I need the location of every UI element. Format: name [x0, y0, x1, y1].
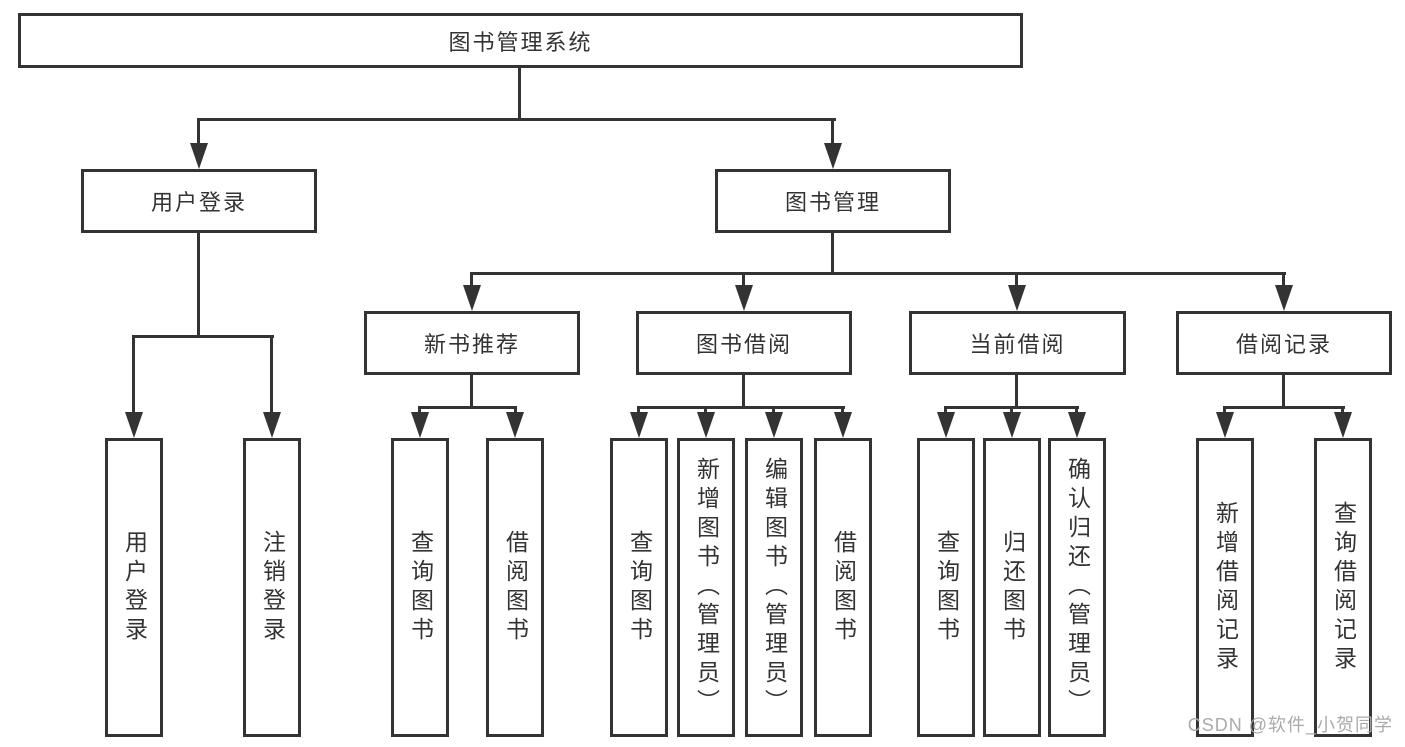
leaf-bb-borrow-books: 借阅图书 [814, 438, 872, 737]
line [841, 406, 844, 413]
leaf-nbr-borrow-books-label: 借阅图书 [502, 529, 529, 646]
line [197, 233, 200, 335]
line [132, 335, 135, 413]
arrowhead-down [937, 412, 955, 438]
node-root: 图书管理系统 [18, 13, 1023, 68]
line [470, 272, 1286, 275]
arrowhead-down [1003, 412, 1021, 438]
leaf-cb-query-books-label: 查询图书 [933, 529, 960, 646]
leaf-logout-label: 注销登录 [259, 529, 286, 646]
leaf-bb-edit-books-admin-label: 编辑图书（管理员） [761, 457, 788, 718]
arrowhead-down [1008, 285, 1026, 311]
node-user-login: 用户登录 [81, 169, 317, 233]
line [132, 335, 274, 338]
leaf-cb-return-books-label: 归还图书 [999, 529, 1026, 646]
leaf-bb-add-books-admin-label: 新增图书（管理员） [693, 457, 720, 718]
node-book-borrowing-label: 图书借阅 [695, 332, 792, 357]
arrowhead-down [1216, 412, 1234, 438]
arrowhead-down [1334, 412, 1352, 438]
arrowhead-down [765, 412, 783, 438]
line [637, 406, 640, 413]
node-borrowing-records: 借阅记录 [1176, 311, 1392, 375]
arrowhead-down [824, 143, 842, 169]
csdn-watermark: CSDN @软件_小贺同学 [1187, 715, 1393, 735]
line [197, 118, 200, 144]
node-root-label: 图书管理系统 [448, 29, 593, 55]
node-user-login-label: 用户登录 [150, 190, 247, 215]
line [831, 233, 834, 272]
line [270, 335, 273, 413]
line [1010, 406, 1013, 413]
leaf-cb-confirm-return-admin-label: 确认归还（管理员） [1064, 457, 1091, 718]
line [1015, 375, 1018, 406]
leaf-cb-return-books: 归还图书 [983, 438, 1041, 737]
node-new-book-recommend-label: 新书推荐 [423, 332, 520, 357]
line [704, 406, 707, 413]
leaf-bb-query-books: 查询图书 [610, 438, 668, 737]
arrowhead-down [411, 412, 429, 438]
line [742, 272, 745, 286]
node-book-borrowing: 图书借阅 [636, 311, 852, 375]
line [831, 118, 834, 144]
line [742, 375, 745, 406]
arrowhead-down [697, 412, 715, 438]
leaf-cb-query-books: 查询图书 [917, 438, 975, 737]
line [1341, 406, 1344, 413]
arrowhead-down [834, 412, 852, 438]
arrowhead-down [125, 412, 143, 438]
leaf-user-login: 用户登录 [105, 438, 163, 737]
leaf-nbr-borrow-books: 借阅图书 [486, 438, 544, 737]
arrowhead-down [735, 285, 753, 311]
arrowhead-down [1275, 285, 1293, 311]
line [470, 375, 473, 406]
line [514, 406, 517, 413]
leaf-user-login-label: 用户登录 [121, 529, 148, 646]
node-book-management-label: 图书管理 [784, 190, 881, 215]
line [418, 406, 421, 413]
line [1282, 375, 1285, 406]
node-book-management: 图书管理 [715, 169, 951, 233]
node-current-borrowing: 当前借阅 [909, 311, 1126, 375]
leaf-bb-edit-books-admin: 编辑图书（管理员） [745, 438, 803, 737]
line [1223, 406, 1345, 409]
leaf-br-query-record-label: 查询借阅记录 [1330, 500, 1357, 675]
arrowhead-down [1068, 412, 1086, 438]
line [418, 406, 517, 409]
line [637, 406, 845, 409]
line [944, 406, 947, 413]
arrowhead-down [506, 412, 524, 438]
line [1015, 272, 1018, 286]
line [772, 406, 775, 413]
leaf-br-add-record-label: 新增借阅记录 [1212, 500, 1239, 675]
line [1282, 272, 1285, 286]
node-current-borrowing-label: 当前借阅 [969, 332, 1066, 357]
line [1223, 406, 1226, 413]
node-borrowing-records-label: 借阅记录 [1235, 332, 1332, 357]
leaf-logout: 注销登录 [243, 438, 301, 737]
node-new-book-recommend: 新书推荐 [364, 311, 580, 375]
leaf-nbr-query-books: 查询图书 [391, 438, 449, 737]
arrowhead-down [463, 285, 481, 311]
leaf-br-add-record: 新增借阅记录 [1196, 438, 1254, 737]
leaf-nbr-query-books-label: 查询图书 [407, 529, 434, 646]
leaf-bb-borrow-books-label: 借阅图书 [830, 529, 857, 646]
arrowhead-down [263, 412, 281, 438]
line [1075, 406, 1078, 413]
arrowhead-down [630, 412, 648, 438]
line [518, 68, 521, 118]
leaf-bb-query-books-label: 查询图书 [626, 529, 653, 646]
line [470, 272, 473, 286]
arrowhead-down [190, 143, 208, 169]
leaf-bb-add-books-admin: 新增图书（管理员） [677, 438, 735, 737]
leaf-cb-confirm-return-admin: 确认归还（管理员） [1048, 438, 1106, 737]
leaf-br-query-record: 查询借阅记录 [1314, 438, 1372, 737]
line [197, 118, 836, 121]
